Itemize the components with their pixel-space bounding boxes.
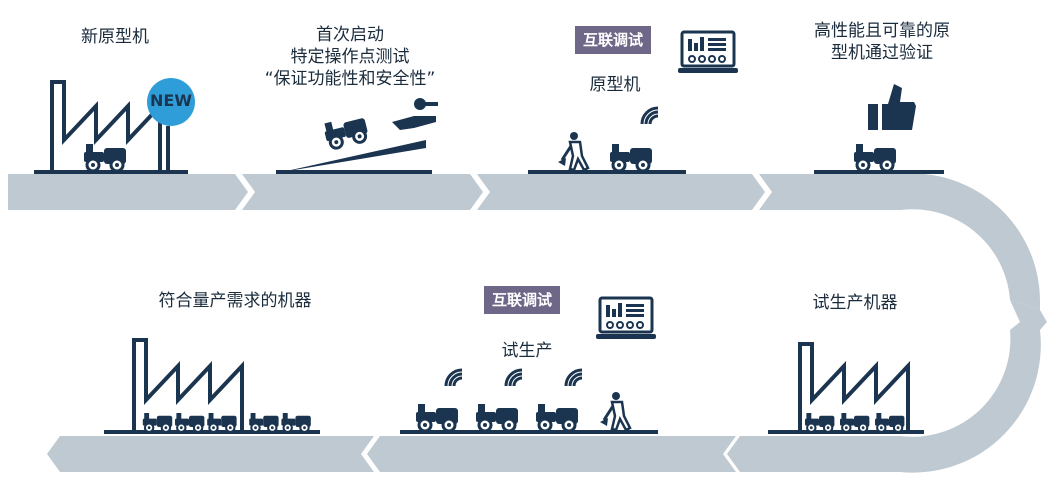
stage-first-start-label: 首次启动 特定操作点测试 “保证功能性和安全性” xyxy=(235,24,465,90)
roller-icon xyxy=(248,411,280,433)
roller-icon xyxy=(141,411,174,433)
ramp xyxy=(282,140,426,172)
worker-icon xyxy=(556,130,590,172)
roller-icon xyxy=(320,112,372,152)
roller-icon xyxy=(173,411,206,433)
new-badge-circle xyxy=(147,78,195,126)
bottom-arrow-band xyxy=(47,436,736,472)
roller-icon xyxy=(414,402,460,433)
first-start-line1: 首次启动 xyxy=(316,25,384,45)
roller-icon xyxy=(873,411,906,433)
hand-key-icon xyxy=(392,98,438,130)
roller-icon xyxy=(852,142,898,173)
factory-icon xyxy=(798,342,910,432)
validated-line2: 型机通过验证 xyxy=(831,43,933,63)
wifi-icon xyxy=(504,368,524,388)
wifi-icon xyxy=(564,368,584,388)
thumbs-up-icon xyxy=(868,84,916,130)
wifi-icon xyxy=(640,106,660,126)
interconnect-debug-badge: 互联调试 xyxy=(484,286,561,314)
worker-icon xyxy=(598,390,632,432)
first-start-line3: “保证功能性和安全性” xyxy=(264,69,436,89)
interconnect-debug-badge: 互联调试 xyxy=(575,26,652,54)
factory-icon xyxy=(132,338,244,432)
stage-validated-label: 高性能且可靠的原 型机通过验证 xyxy=(782,20,982,64)
roller-icon xyxy=(838,411,871,433)
roller-icon xyxy=(534,402,580,433)
validated-line1: 高性能且可靠的原 xyxy=(814,21,950,41)
stage-new-prototype-label: 新原型机 xyxy=(81,27,149,47)
roller-icon xyxy=(206,411,238,433)
roller-icon xyxy=(803,411,836,433)
stage-trial-production-label: 试生产 xyxy=(501,341,553,361)
roller-icon xyxy=(82,142,128,173)
roller-icon xyxy=(474,402,520,433)
laptop-icon xyxy=(676,30,740,75)
stage-demand-machines-label: 符合量产需求的机器 xyxy=(158,291,312,311)
stage-trial-machines-label: 试生产机器 xyxy=(812,293,898,313)
stage-prototype-label: 原型机 xyxy=(589,75,641,95)
new-badge-text: NEW xyxy=(150,91,192,110)
first-start-line2: 特定操作点测试 xyxy=(290,47,410,67)
top-arrow-band xyxy=(8,173,1047,473)
roller-icon xyxy=(280,411,312,433)
laptop-icon xyxy=(594,296,658,341)
wifi-icon xyxy=(444,368,464,388)
factory-icon xyxy=(50,80,162,170)
roller-icon xyxy=(608,142,654,173)
